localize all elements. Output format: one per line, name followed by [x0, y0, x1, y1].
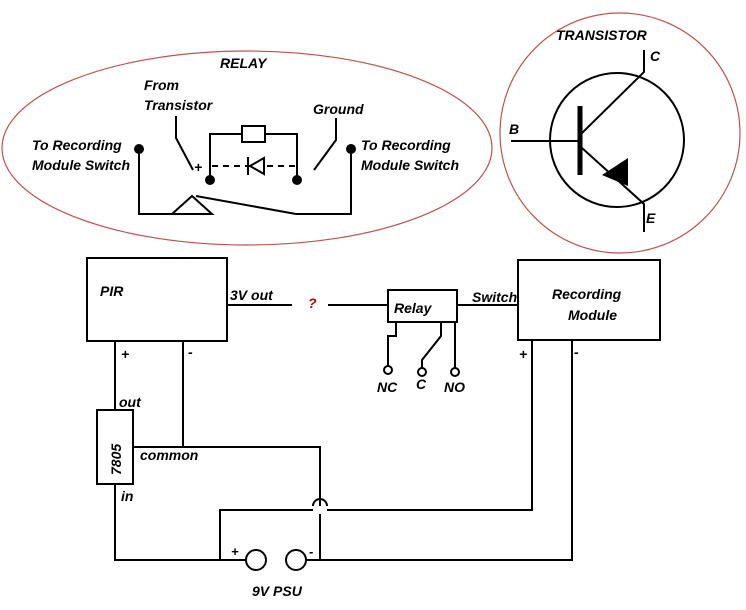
regulator-in-label: in [121, 488, 133, 504]
psu-plus-terminal [245, 549, 267, 571]
coil-wires [209, 133, 298, 180]
relay-label: Relay [394, 300, 433, 316]
regulator-common-label: common [140, 447, 198, 463]
psu-label: 9V PSU [252, 583, 303, 599]
relay-pin-nc [387, 322, 397, 366]
transistor-detail-circle [499, 12, 741, 254]
ground-label: Ground [313, 101, 364, 117]
switch-wire-right [296, 149, 352, 215]
pir-minus: - [188, 344, 193, 360]
recording-plus-wire [327, 340, 533, 511]
transistor-title: TRANSISTOR [556, 27, 648, 43]
recording-module-minus: - [574, 344, 579, 360]
relay-plus-sign: + [194, 159, 202, 175]
emitter-label: E [646, 210, 656, 226]
recording-module-label-1: Recording [552, 286, 622, 302]
relay-box [387, 289, 458, 323]
recording-module-box [517, 259, 661, 341]
relay-detail-ellipse [1, 50, 493, 246]
psu-minus-label: - [309, 544, 313, 559]
switch-arm [195, 195, 297, 215]
psu-minus-terminal [285, 549, 307, 571]
pir-label: PIR [100, 283, 124, 299]
relay-detail-title: RELAY [220, 55, 268, 71]
coil-terminal-left [205, 175, 215, 185]
emitter-arrow [602, 158, 628, 186]
diode-symbol [247, 156, 265, 176]
relay-no-label: NO [444, 379, 465, 395]
from-transistor-label-2: Transistor [144, 97, 214, 113]
right-switch-label-1: To Recording [361, 137, 451, 153]
left-switch-label-2: Module Switch [32, 157, 130, 173]
recording-minus-wire [305, 340, 573, 561]
relay-pin-c [421, 322, 442, 368]
collector-lead [581, 50, 645, 134]
switch-wire-left [138, 149, 172, 215]
coil-symbol [241, 125, 266, 143]
coil-terminal-right [292, 175, 302, 185]
transistor-detail: TRANSISTOR C B E [499, 12, 741, 254]
regulator-label: 7805 [108, 444, 124, 475]
relay-c-label: C [416, 376, 427, 392]
recording-plus-wire-left [219, 509, 313, 560]
psu-plus-label: + [231, 544, 239, 559]
unknown-link-mark: ? [308, 295, 317, 311]
pir-plus: + [121, 346, 129, 362]
relay-detail: RELAY From Transistor Ground To Recordin… [1, 50, 493, 246]
ground-lead [313, 118, 337, 171]
regulator-in-wire [114, 484, 246, 561]
switch-label: Switch [472, 289, 517, 305]
relay-pin-no-terminal [450, 367, 460, 377]
from-transistor-lead [175, 116, 194, 171]
base-label: B [509, 121, 519, 137]
common-wire [133, 446, 321, 497]
pir-box [86, 257, 228, 342]
switch-pivot [169, 194, 215, 215]
main-circuit: PIR + - 3V out ? Relay Switch NC C NO Re… [86, 257, 661, 599]
left-switch-label-1: To Recording [32, 137, 122, 153]
pir-output-label: 3V out [230, 287, 274, 303]
recording-module-label-2: Module [568, 307, 617, 323]
regulator-out-label: out [119, 394, 142, 410]
relay-pin-c-terminal [417, 367, 427, 377]
collector-label: C [650, 48, 661, 64]
right-switch-label-2: Module Switch [361, 157, 459, 173]
emitter-lead [581, 147, 645, 232]
relay-nc-label: NC [377, 379, 398, 395]
relay-pin-nc-terminal [383, 365, 393, 375]
from-transistor-label-1: From [144, 77, 179, 93]
recording-module-plus: + [519, 346, 527, 362]
